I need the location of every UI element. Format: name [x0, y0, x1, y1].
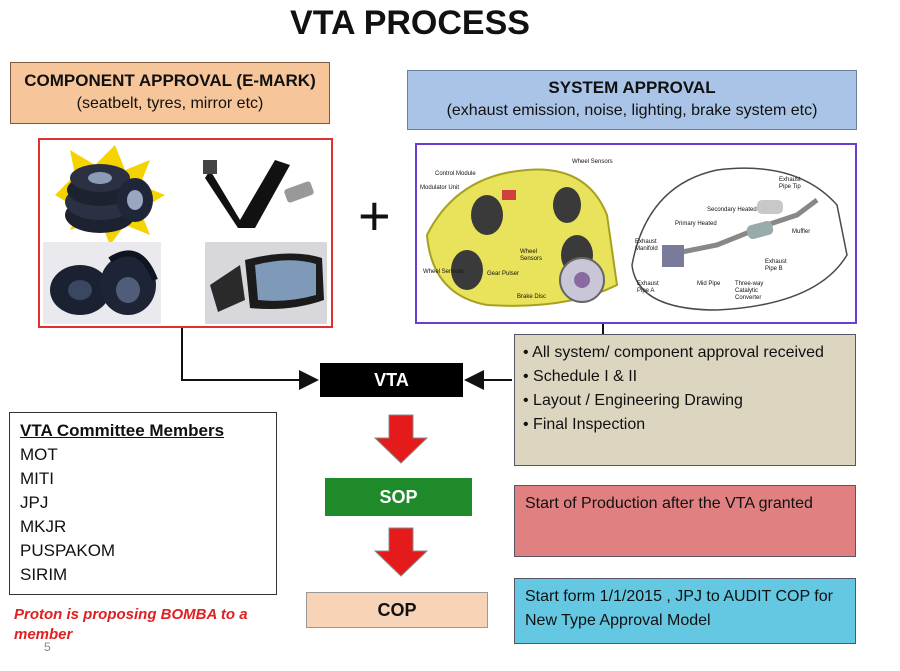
committee-member: MOT [20, 445, 58, 464]
svg-text:Exhaust: Exhaust [779, 177, 801, 183]
svg-text:Gear Pulser: Gear Pulser [487, 271, 519, 277]
svg-text:Exhaust: Exhaust [637, 281, 659, 287]
component-to-vta-arrow [181, 328, 319, 390]
sop-note: Start of Production after the VTA grante… [514, 485, 856, 557]
down-arrow-vta-sop [373, 414, 429, 464]
component-images-frame [38, 138, 333, 328]
svg-text:Pipe Tip: Pipe Tip [779, 184, 801, 190]
svg-text:Control Module: Control Module [435, 171, 476, 177]
committee-member: MKJR [20, 517, 67, 536]
svg-text:Pipe A: Pipe A [637, 288, 654, 294]
down-arrow-sop-cop [373, 527, 429, 577]
seatbelt-image [203, 160, 314, 228]
vta-requirements-note: All system/ component approval received … [514, 334, 856, 466]
plus-sign: + [358, 184, 391, 247]
requirement-item: Layout / Engineering Drawing [523, 389, 847, 413]
committee-member: JPJ [20, 493, 49, 512]
svg-text:Converter: Converter [735, 295, 761, 301]
cop-box: COP [306, 592, 488, 628]
exhaust-system-diagram: Exhaust Pipe Tip Secondary Heated Primar… [631, 167, 848, 311]
svg-text:Wheel Sensors: Wheel Sensors [423, 269, 464, 275]
svg-text:Brake Disc: Brake Disc [517, 294, 546, 300]
brake-system-diagram: Control Module Modulator Unit Wheel Sens… [420, 159, 619, 307]
tyres-image [55, 145, 165, 245]
committee-member: SIRIM [20, 565, 68, 584]
component-approval-subtitle: (seatbelt, tyres, mirror etc) [76, 95, 264, 112]
component-approval-header: COMPONENT APPROVAL (E-MARK) (seatbelt, t… [10, 62, 330, 124]
svg-text:Mid Pipe: Mid Pipe [697, 281, 721, 287]
committee-member: MITI [20, 469, 54, 488]
svg-text:Sensors: Sensors [520, 256, 542, 262]
committee-heading: VTA Committee Members [20, 421, 225, 440]
committee-members-box: VTA Committee Members MOT MITI JPJ MKJR … [9, 412, 277, 595]
proton-note: Proton is proposing BOMBA to a member [14, 606, 248, 643]
page-number: 5 [44, 640, 51, 654]
vta-box: VTA [320, 363, 463, 397]
committee-member: PUSPAKOM [20, 541, 116, 560]
system-approval-subtitle: (exhaust emission, noise, lighting, brak… [446, 102, 818, 119]
svg-text:Three-way: Three-way [735, 281, 763, 287]
horn-image [43, 242, 161, 324]
cop-note: Start form 1/1/2015 , JPJ to AUDIT COP f… [514, 578, 856, 644]
svg-text:Exhaust: Exhaust [635, 239, 657, 245]
svg-text:Primary Heated: Primary Heated [675, 221, 717, 227]
requirement-item: All system/ component approval received [523, 341, 847, 365]
sop-box: SOP [325, 478, 472, 516]
svg-text:Modulator Unit: Modulator Unit [420, 185, 459, 191]
svg-text:Pipe B: Pipe B [765, 266, 783, 272]
side-mirror-image [205, 242, 327, 324]
system-approval-header: SYSTEM APPROVAL (exhaust emission, noise… [407, 70, 857, 130]
svg-text:Exhaust: Exhaust [765, 259, 787, 265]
svg-text:Secondary Heated: Secondary Heated [707, 207, 757, 213]
system-approval-heading: SYSTEM APPROVAL [548, 78, 716, 97]
requirement-item: Final Inspection [523, 413, 847, 437]
svg-text:Muffler: Muffler [792, 229, 810, 235]
requirement-item: Schedule I & II [523, 365, 847, 389]
svg-text:Wheel: Wheel [520, 249, 537, 255]
page-title: VTA PROCESS [290, 4, 530, 42]
svg-text:Wheel Sensors: Wheel Sensors [572, 159, 613, 165]
svg-text:Catalytic: Catalytic [735, 288, 758, 294]
component-approval-heading: COMPONENT APPROVAL (E-MARK) [24, 71, 316, 90]
svg-text:Manifold: Manifold [635, 246, 658, 252]
system-images-frame: Control Module Modulator Unit Wheel Sens… [415, 143, 857, 324]
